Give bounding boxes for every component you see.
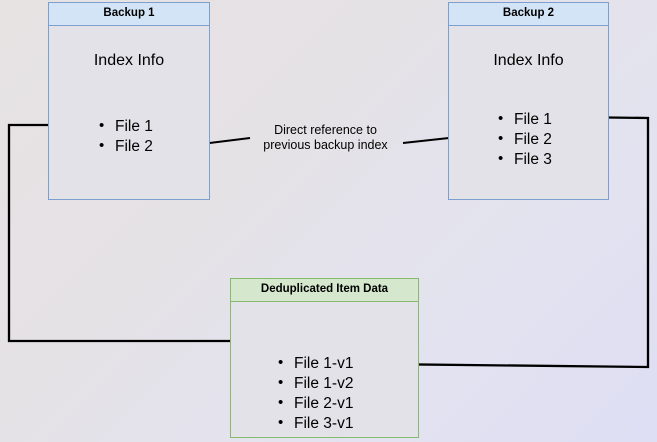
backup-1-header: Backup 1 bbox=[49, 3, 209, 26]
backup-1-body: Index Info File 1 File 2 bbox=[49, 26, 209, 199]
backup-2-body: Index Info File 1 File 2 File 3 bbox=[449, 26, 608, 199]
list-item: File 2-v1 bbox=[278, 393, 353, 414]
deduplicated-item-data-box[interactable]: Deduplicated Item Data File 1-v1 File 1-… bbox=[230, 278, 419, 438]
list-item: File 1-v2 bbox=[278, 373, 353, 394]
backup-1-index-info-label: Index Info bbox=[93, 52, 165, 69]
list-item: File 1-v1 bbox=[278, 353, 353, 374]
backup-1-box[interactable]: Backup 1 Index Info File 1 File 2 bbox=[48, 2, 210, 200]
list-item: File 3 bbox=[498, 149, 552, 170]
deduplicated-item-data-header: Deduplicated Item Data bbox=[231, 279, 418, 302]
backup-2-box[interactable]: Backup 2 Index Info File 1 File 2 File 3 bbox=[448, 2, 609, 200]
direct-reference-line-1: Direct reference to bbox=[274, 123, 377, 137]
direct-reference-annotation: Direct reference to previous backup inde… bbox=[248, 123, 403, 153]
list-item: File 2 bbox=[498, 129, 552, 150]
deduplicated-item-data-body: File 1-v1 File 1-v2 File 2-v1 File 3-v1 bbox=[231, 302, 418, 437]
backup-2-header: Backup 2 bbox=[449, 3, 608, 26]
backup-1-file-list: File 1 File 2 bbox=[99, 116, 153, 157]
list-item: File 2 bbox=[99, 136, 153, 157]
deduplicated-file-list: File 1-v1 File 1-v2 File 2-v1 File 3-v1 bbox=[278, 353, 353, 434]
list-item: File 1 bbox=[99, 116, 153, 137]
list-item: File 3-v1 bbox=[278, 413, 353, 434]
direct-reference-line-2: previous backup index bbox=[263, 138, 388, 152]
list-item: File 1 bbox=[498, 109, 552, 130]
backup-2-index-info-label: Index Info bbox=[493, 52, 564, 69]
backup-2-file-list: File 1 File 2 File 3 bbox=[498, 109, 552, 170]
